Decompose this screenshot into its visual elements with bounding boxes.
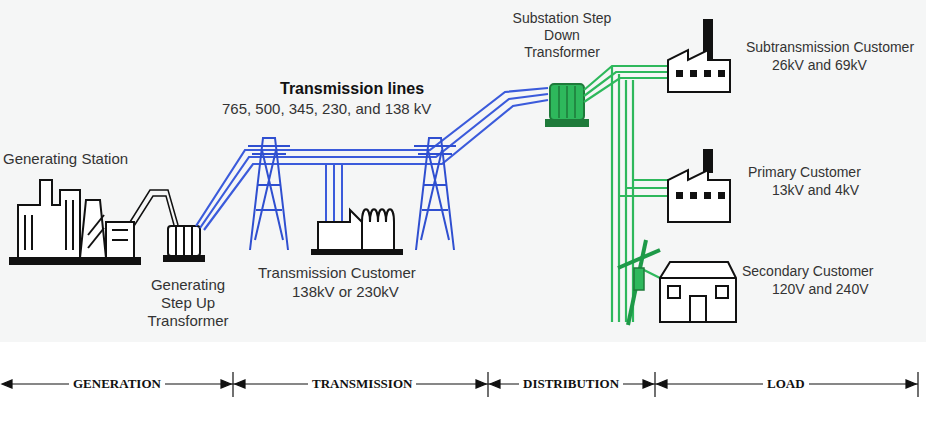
customer-label: Primary Customer	[748, 163, 861, 181]
voltage-label: 26kV and 69kV	[772, 56, 867, 74]
voltage-label: 13kV and 4kV	[772, 181, 859, 199]
section-title: Transmission lines	[280, 80, 424, 98]
stage-label: GENERATION	[69, 376, 165, 392]
stage-label: LOAD	[763, 376, 809, 392]
transformer-label: Substation Step Down Transformer	[512, 10, 612, 61]
customer-label: Subtransmission Customer	[746, 38, 914, 56]
stage-label: TRANSMISSION	[308, 376, 416, 392]
customer-label: Transmission Customer	[258, 264, 416, 282]
voltage-label: 120V and 240V	[772, 280, 869, 298]
customer-label: Secondary Customer	[742, 262, 874, 280]
transformer-label: Generating Step Up Transformer	[136, 276, 240, 330]
voltage-label: 765, 500, 345, 230, and 138 kV	[222, 100, 431, 118]
voltage-label: 138kV or 230kV	[292, 283, 399, 301]
stage-label: DISTRIBUTION	[519, 376, 623, 392]
station-label: Generating Station	[3, 150, 128, 168]
